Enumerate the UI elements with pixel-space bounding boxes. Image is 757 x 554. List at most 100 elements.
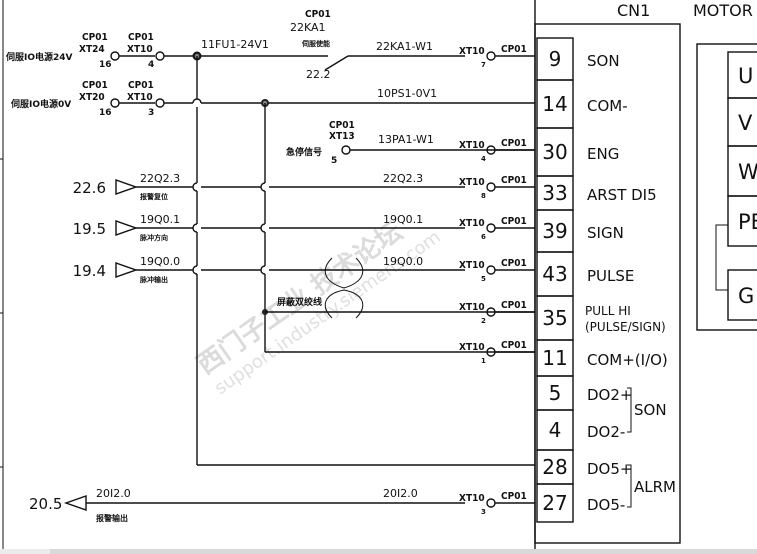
- cn1-pin-signal: DO5+: [587, 460, 632, 478]
- xt10-terminals: XT107CP01XT104CP01XT108CP01XT106CP01XT10…: [459, 44, 535, 516]
- cn1-pin-signal: DO5-: [587, 496, 625, 514]
- relay-name: 22KA1: [290, 21, 326, 34]
- xt13-num: 5: [331, 156, 337, 166]
- terminal-xt10-3: [155, 98, 165, 108]
- xt20-num: 16: [99, 108, 112, 118]
- xt10-cp-label: CP01: [501, 44, 527, 55]
- input-ref: 19.5: [73, 220, 106, 238]
- output-desc: 报警输出: [96, 513, 128, 523]
- xt10-cp-label: CP01: [501, 216, 527, 227]
- scrollbar-thumb[interactable]: [0, 549, 50, 554]
- motor-pin-w: W: [738, 160, 757, 184]
- cn1-pin-number: 5: [549, 381, 562, 405]
- terminal-xt10: [486, 498, 496, 508]
- xt10-num: 4: [481, 155, 486, 163]
- input-wire: 19Q0.1: [383, 213, 423, 226]
- xt10-label: XT10: [459, 218, 485, 229]
- horizontal-scrollbar[interactable]: [0, 549, 757, 554]
- xt10-label: XT10: [459, 342, 485, 353]
- cn1-pin-number: 43: [542, 262, 567, 286]
- terminal-xt10: [486, 223, 496, 233]
- xt10-cp-label: CP01: [501, 175, 527, 186]
- input-desc: 脉冲输出: [139, 275, 168, 284]
- cn1-pin-number: 30: [542, 140, 567, 164]
- alarm-output-row: 20.5 20I2.0 报警输出 20I2.0: [29, 487, 465, 523]
- terminal-xt20: [110, 98, 120, 108]
- input-wire: 22Q2.3: [383, 172, 423, 185]
- motor-pin-g: G: [738, 284, 754, 308]
- power-0v-label: 伺服IO电源0V: [10, 98, 71, 110]
- wire-22ka1: 22KA1-W1: [376, 40, 433, 53]
- pe-g-link: [715, 224, 728, 291]
- xt10-3-cp-label: CP01: [128, 80, 154, 91]
- xt10-4-label: XT10: [127, 44, 153, 55]
- cn1-pin-signal: SON: [587, 52, 620, 70]
- relay-cp-label: CP01: [305, 9, 331, 20]
- ps-label: 10PS1-0V1: [377, 87, 437, 100]
- terminal-xt10: [486, 182, 496, 192]
- plc-input-signals: 22.622Q2.3报警复位22Q2.319.519Q0.1脉冲方向19Q0.1…: [73, 172, 465, 284]
- motor-pin-column: UV W PE G: [727, 51, 757, 321]
- cn1-pin-signal: COM-: [587, 97, 628, 115]
- cn1-pin-signal: SIGN: [587, 224, 624, 242]
- xt10-num: 7: [481, 61, 486, 69]
- xt10-label: XT10: [459, 140, 485, 151]
- do5-group-label: ALRM: [634, 478, 676, 496]
- power-24v-label: 伺服IO电源24V: [5, 51, 73, 63]
- input-desc: 报警复位: [140, 192, 168, 201]
- cn1-title: CN1: [617, 1, 650, 20]
- shield-label: 屏蔽双绞线: [277, 296, 322, 308]
- relay-contact: [324, 55, 349, 71]
- input-addr: 22Q2.3: [140, 172, 180, 185]
- cn1-pin-number: 11: [542, 346, 567, 370]
- input-arrow-icon: [115, 262, 139, 278]
- xt10-cp-label: CP01: [501, 300, 527, 311]
- terminal-xt10-4: [155, 51, 165, 61]
- terminal-xt10: [486, 265, 496, 275]
- xt10-cp-label: CP01: [501, 340, 527, 351]
- twisted-pair-top: [324, 257, 364, 289]
- cn1-pin-signal: ARST DI5: [587, 186, 657, 204]
- motor-pin-pe: PE: [738, 210, 757, 234]
- cn1-pin-signal: COM+(I/O): [587, 351, 668, 369]
- output-arrow-icon: [63, 495, 87, 511]
- fuse-label: 11FU1-24V1: [201, 38, 269, 51]
- do2-bracket: [627, 387, 632, 433]
- cn1-pin-number: 14: [542, 92, 567, 116]
- relay-contact-ref: 22.2: [306, 68, 331, 81]
- motor-pin-u: U: [738, 64, 753, 88]
- cn1-pin-number: 35: [542, 306, 567, 330]
- input-arrow-icon: [115, 179, 139, 195]
- xt13-label: XT13: [329, 131, 355, 142]
- motor-pin-v: V: [738, 111, 753, 135]
- twisted-pair-bottom: [324, 289, 364, 319]
- xt20-cp-label: CP01: [82, 80, 108, 91]
- xt10-label: XT10: [459, 260, 485, 271]
- input-addr: 19Q0.0: [140, 255, 180, 268]
- xt10-label: XT10: [459, 493, 485, 504]
- xt10-num: 2: [481, 317, 486, 325]
- do5-bracket: [627, 464, 632, 508]
- terminal-xt13: [341, 145, 351, 155]
- cn1-pin-cell: [536, 483, 574, 523]
- xt10-num: 6: [481, 233, 486, 241]
- xt10-num: 3: [481, 508, 486, 516]
- cn1-pin-signal: PULL HI: [585, 304, 631, 318]
- input-arrow-icon: [115, 220, 139, 236]
- xt10-4-num: 4: [148, 60, 154, 70]
- input-desc: 脉冲方向: [139, 233, 168, 242]
- cn1-pin-signal: DO2-: [587, 423, 625, 441]
- motor-pin-cell: [727, 195, 757, 247]
- motor-pin-cell: [727, 269, 757, 321]
- xt10-num: 8: [481, 192, 486, 200]
- xt24-num: 16: [99, 60, 112, 70]
- motor-title: MOTOR: [693, 1, 753, 20]
- motor-box: [696, 43, 757, 331]
- xt10-cp-label: CP01: [501, 491, 527, 502]
- xt10-label: XT10: [459, 177, 485, 188]
- terminal-xt24: [110, 51, 120, 61]
- xt10-label: XT10: [459, 302, 485, 313]
- cn1-pin-signal-2: (PULSE/SIGN): [585, 320, 666, 334]
